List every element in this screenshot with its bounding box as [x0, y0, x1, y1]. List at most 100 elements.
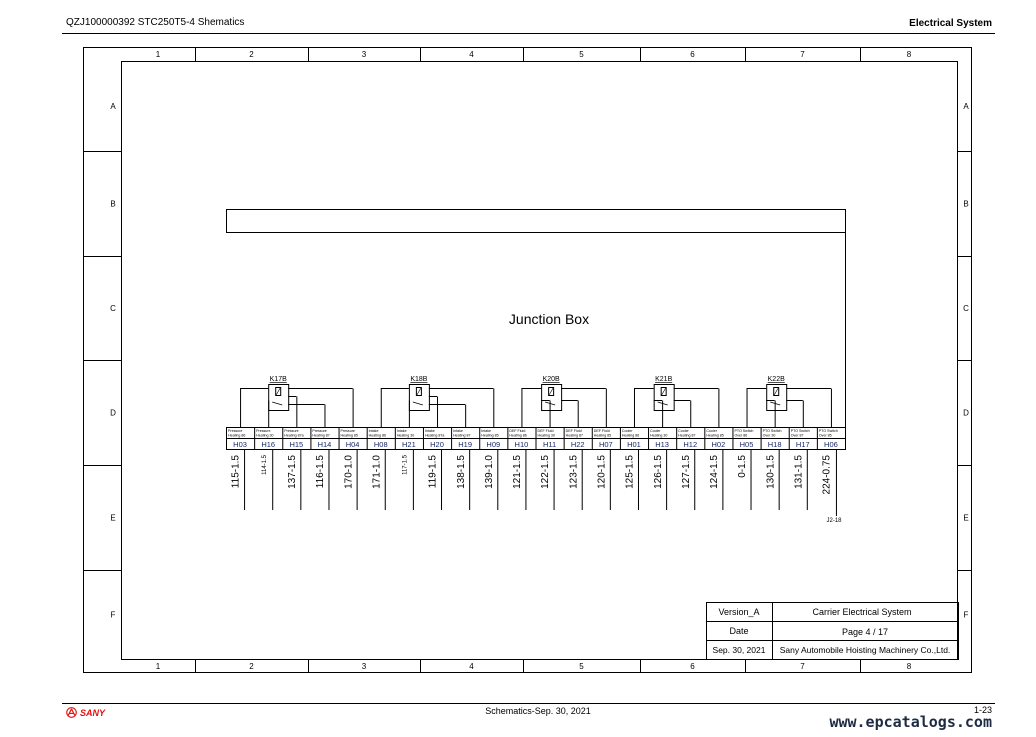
terminal-desc: PTO Switch: [734, 429, 753, 433]
terminal-desc: PTO Switch: [819, 429, 838, 433]
relay-coil: [548, 387, 555, 396]
column-label: 1: [156, 50, 161, 59]
row-label: B: [110, 200, 115, 209]
terminal-desc: DEF Fluid: [509, 429, 525, 433]
relay-coil: [275, 387, 282, 396]
terminal-code: H02: [712, 440, 726, 449]
junction-box-header: [226, 209, 846, 233]
column-label: 8: [907, 662, 912, 671]
relay-label: K20B: [543, 376, 560, 383]
relay-box: [766, 384, 788, 411]
wire-label: 117-1.5: [402, 454, 408, 475]
terminal-code: H13: [655, 440, 669, 449]
row-label: D: [963, 409, 969, 418]
terminal-desc: Intake: [369, 429, 379, 433]
column-label: 3: [362, 50, 367, 59]
wire-label: 121-1.5: [512, 455, 523, 489]
terminal-desc: Over 30: [763, 434, 776, 438]
terminal-desc: Heating 86: [509, 434, 526, 438]
wire-label: 119-1.5: [428, 455, 439, 489]
wire-label: 115-1.5: [231, 455, 242, 489]
terminal-desc: PTO Switch: [791, 429, 810, 433]
terminal-code: H12: [683, 440, 697, 449]
wire-label: 120-1.5: [596, 455, 607, 489]
title-block-page: Page 4 / 17: [842, 627, 888, 637]
wire-label: 127-1.5: [681, 455, 692, 489]
relay-box: [541, 384, 563, 411]
relay-box: [268, 384, 290, 411]
terminal-code: H04: [346, 440, 360, 449]
terminal-desc: Heating 86: [622, 434, 639, 438]
relay-contact: [412, 401, 423, 406]
terminal-code: H05: [740, 440, 754, 449]
column-label: 5: [579, 662, 584, 671]
terminal-desc: Over 86: [734, 434, 747, 438]
terminal-desc: Heating 30: [650, 434, 667, 438]
terminal-code: H01: [627, 440, 641, 449]
relay-coil: [415, 387, 422, 396]
terminal-desc: Cooler: [650, 429, 661, 433]
column-label: 2: [249, 662, 254, 671]
row-label: E: [963, 514, 968, 523]
title-block-version: Version_A: [718, 607, 759, 617]
terminal-code: H20: [430, 440, 444, 449]
terminal-desc: Cooler: [678, 429, 689, 433]
column-label: 1: [156, 662, 161, 671]
column-label: 7: [800, 662, 805, 671]
logo-text: SANY: [80, 707, 106, 718]
terminal-desc: Heating 30: [256, 434, 273, 438]
column-label: 4: [469, 50, 474, 59]
frame-inner: [121, 61, 958, 660]
title-block-company: Sany Automobile Hoisting Machinery Co.,L…: [780, 645, 951, 655]
terminal-desc: Pressure: [341, 429, 355, 433]
terminal-desc: Heating 85: [481, 434, 498, 438]
column-label: 8: [907, 50, 912, 59]
connector-ref: J2-18: [826, 518, 842, 524]
column-label: 5: [579, 50, 584, 59]
terminal-desc: Heating 87: [312, 434, 329, 438]
wire-label: 123-1.5: [568, 455, 579, 489]
terminal-desc: Intake: [425, 429, 435, 433]
row-label: C: [110, 304, 116, 313]
terminal-code: H09: [486, 440, 500, 449]
wire-label: 139-1.0: [484, 455, 495, 489]
terminal-desc: Heating 30: [538, 434, 555, 438]
column-label: 4: [469, 662, 474, 671]
wire-label: 126-1.5: [653, 455, 664, 489]
relay-coil-diagonal: [275, 387, 281, 396]
row-label: E: [110, 514, 115, 523]
row-label: F: [964, 611, 969, 620]
wire-label: 116-1.5: [315, 455, 326, 489]
terminal-code: H18: [768, 440, 782, 449]
relay-label: K21B: [655, 376, 672, 383]
wire-label: 114-1.5: [262, 454, 268, 475]
section-title: Electrical System: [909, 18, 992, 29]
terminal-desc: Heating 87a: [284, 434, 303, 438]
wire-label: 124-1.5: [709, 455, 720, 489]
terminal-desc: Heating 86: [369, 434, 386, 438]
column-label: 6: [690, 50, 695, 59]
relay-coil: [660, 387, 667, 396]
wire-label: 0-1.5: [737, 455, 748, 478]
title-block-system: Carrier Electrical System: [812, 607, 911, 617]
terminal-code: H22: [571, 440, 585, 449]
terminal-desc: Heating 30: [397, 434, 414, 438]
relay-label: K18B: [410, 376, 427, 383]
row-label: D: [110, 409, 116, 418]
terminal-code: H21: [402, 440, 416, 449]
sany-logo: SANY: [66, 707, 105, 718]
footer-center-text: Schematics-Sep. 30, 2021: [485, 706, 591, 716]
terminal-code: H16: [261, 440, 275, 449]
terminal-desc: Heating 85: [706, 434, 723, 438]
wire-label: 171-1.0: [371, 455, 382, 489]
terminal-code: H08: [374, 440, 388, 449]
relay-label: K22B: [768, 376, 785, 383]
row-label: B: [963, 200, 968, 209]
terminal-desc: Heating 87: [453, 434, 470, 438]
row-label: C: [963, 304, 969, 313]
relay-box: [653, 384, 675, 411]
relay-box: [408, 384, 430, 411]
junction-box-title: Junction Box: [509, 311, 589, 327]
terminal-code: H15: [289, 440, 303, 449]
